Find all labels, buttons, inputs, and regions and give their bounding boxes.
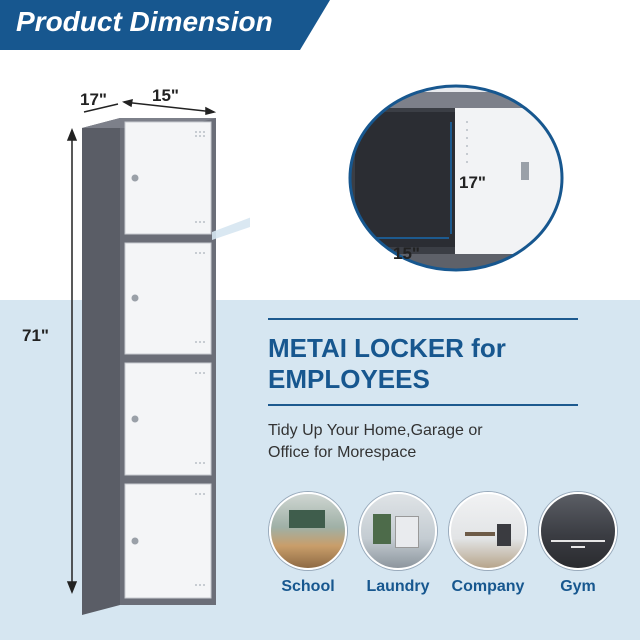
category-label: Gym xyxy=(560,578,596,595)
banner-title: Product Dimension xyxy=(16,6,273,37)
category-label: School xyxy=(281,578,335,595)
locker-illustration xyxy=(66,98,250,615)
title-banner: Product Dimension xyxy=(0,0,330,50)
width-label: 15" xyxy=(152,86,179,105)
headline-line-2: EMPLOYEES xyxy=(268,364,430,394)
subtitle-line-2: Office for Morespace xyxy=(268,444,417,461)
locker-door-2 xyxy=(124,242,212,355)
height-label: 71" xyxy=(22,326,49,345)
category-label: Laundry xyxy=(366,578,430,595)
subtitle-line-1: Tidy Up Your Home,Garage or xyxy=(268,422,483,439)
category-school: School xyxy=(268,492,348,596)
headline-line-1: METAI LOCKER for xyxy=(268,333,506,363)
category-company: Company xyxy=(448,492,528,596)
category-laundry: Laundry xyxy=(358,492,438,596)
compartment-width-label: 15" xyxy=(393,244,420,263)
compartment-height-label: 17" xyxy=(459,173,486,192)
subtitle: Tidy Up Your Home,Garage or Office for M… xyxy=(268,420,483,464)
category-label: Company xyxy=(451,578,525,595)
locker-door-4 xyxy=(124,483,212,599)
headline: METAI LOCKER for EMPLOYEES xyxy=(268,333,506,395)
banner-shape xyxy=(0,0,330,50)
zoom-detail xyxy=(348,84,564,272)
locker-door-3 xyxy=(124,362,212,476)
divider-top xyxy=(268,318,578,320)
category-gym: Gym xyxy=(538,492,618,596)
locker-door-1 xyxy=(124,121,212,235)
divider-bottom xyxy=(268,404,578,406)
depth-label: 17" xyxy=(80,90,107,109)
gym-icon xyxy=(539,492,617,570)
laundry-room-icon xyxy=(359,492,437,570)
office-icon xyxy=(449,492,527,570)
classroom-icon xyxy=(269,492,347,570)
